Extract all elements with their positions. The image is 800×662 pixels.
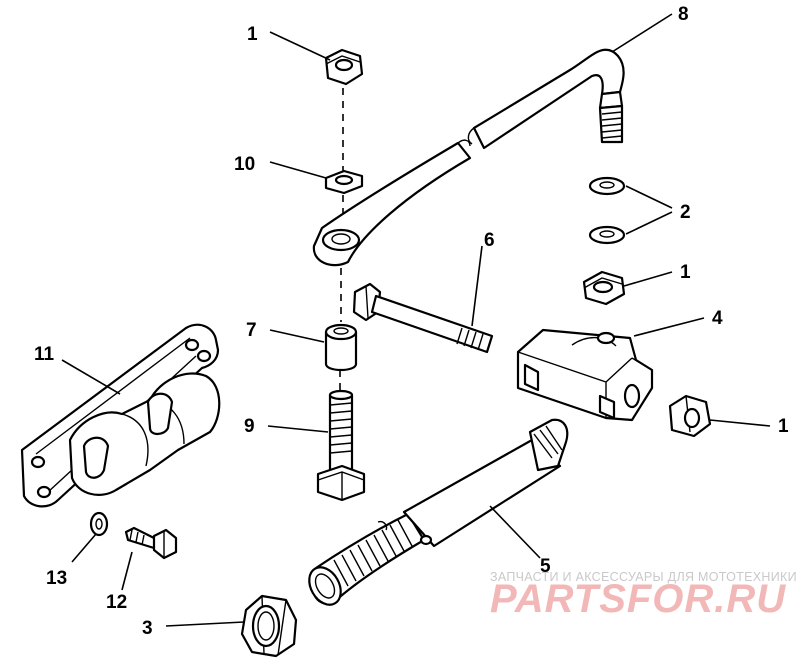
callout-6: 6 <box>484 230 495 251</box>
callout-13: 13 <box>46 568 67 589</box>
threaded-tube <box>308 418 569 606</box>
washer-upper <box>588 176 626 196</box>
large-nut <box>240 594 298 658</box>
washer-lower <box>588 225 626 245</box>
tie-bar-rod <box>312 48 625 267</box>
callout-12: 12 <box>106 592 127 613</box>
lock-nut-right <box>582 270 626 306</box>
hex-bolt <box>352 282 494 354</box>
callout-4: 4 <box>712 308 723 329</box>
bracket-block <box>516 328 654 422</box>
callout-2: 2 <box>680 202 691 223</box>
flat-nut <box>324 169 364 195</box>
lock-nut-lower <box>668 394 712 438</box>
lock-nut-top <box>324 48 364 86</box>
callout-1-lower: 1 <box>778 416 789 437</box>
small-bolt <box>124 526 178 560</box>
small-washer <box>89 511 109 537</box>
watermark-logo: PARTSFOR.RU <box>490 577 786 621</box>
callout-3: 3 <box>142 618 153 639</box>
callout-8: 8 <box>678 4 689 25</box>
mounting-bracket <box>20 323 221 508</box>
leader-lines <box>61 13 771 627</box>
callout-1-top: 1 <box>247 24 258 45</box>
callout-1-right: 1 <box>680 262 691 283</box>
watermark-caption: ЗАПЧАСТИ И АКСЕССУАРЫ ДЛЯ МОТОТЕХНИКИ <box>490 570 797 584</box>
callout-11: 11 <box>34 344 55 365</box>
callouts: 1 8 10 2 1 6 4 7 11 1 9 5 13 12 3 <box>34 4 789 639</box>
spacer-sleeve <box>324 323 358 372</box>
callout-10: 10 <box>234 154 255 175</box>
stud-bolt <box>316 389 366 502</box>
callout-9: 9 <box>244 416 255 437</box>
callout-5: 5 <box>540 556 551 577</box>
callout-7: 7 <box>246 320 257 341</box>
